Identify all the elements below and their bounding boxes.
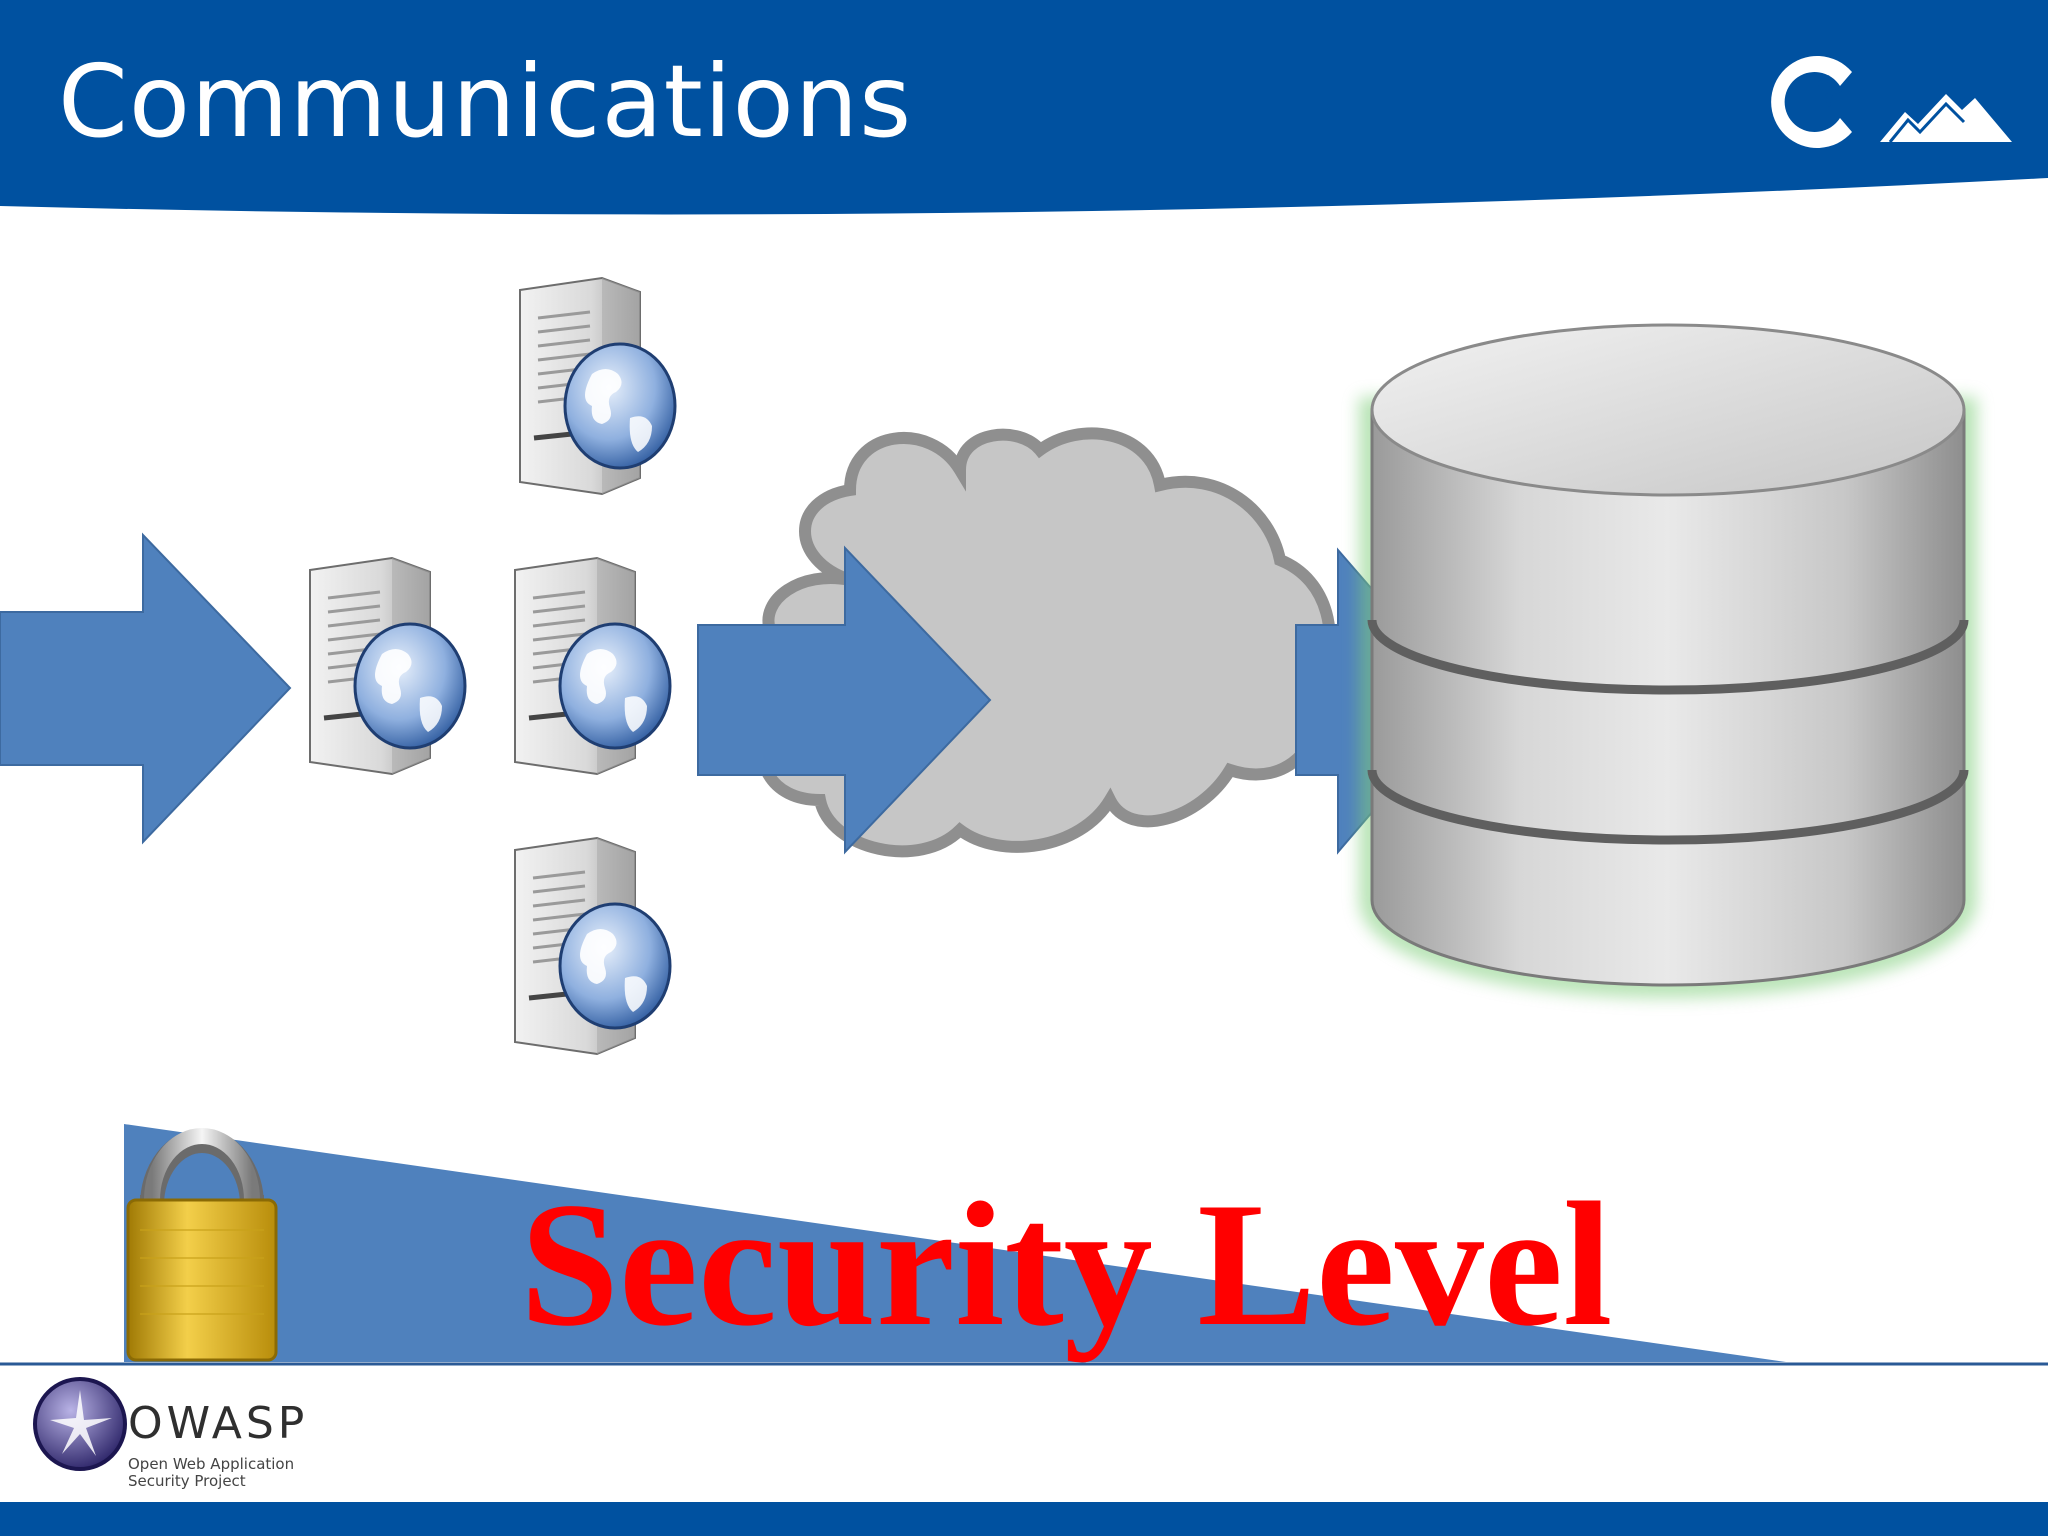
owasp-logo-word: OWASP xyxy=(128,1398,309,1449)
arrow-middle xyxy=(697,545,992,855)
owasp-sub-line2: Security Project xyxy=(128,1471,246,1490)
slide-title: Communications xyxy=(58,43,913,160)
owasp-logo-icon xyxy=(33,1377,127,1471)
mountain-logo-icon xyxy=(1771,56,2012,148)
web-server-icon xyxy=(310,558,465,774)
padlock-icon xyxy=(126,1128,278,1362)
owasp-sub-line1: Open Web Application xyxy=(128,1455,295,1473)
security-wedge xyxy=(124,1124,1786,1362)
web-server-icon xyxy=(515,558,670,774)
footer-bar xyxy=(0,1502,2048,1536)
web-server-icon xyxy=(520,278,675,494)
owasp-logo-subtitle: Open Web Application Security Project xyxy=(128,1456,294,1489)
header-band xyxy=(0,0,2048,215)
web-server-icon xyxy=(515,838,670,1054)
arrow-left xyxy=(0,532,292,845)
security-level-label: Security Level xyxy=(520,1165,1613,1363)
database-icon xyxy=(1359,323,1977,998)
